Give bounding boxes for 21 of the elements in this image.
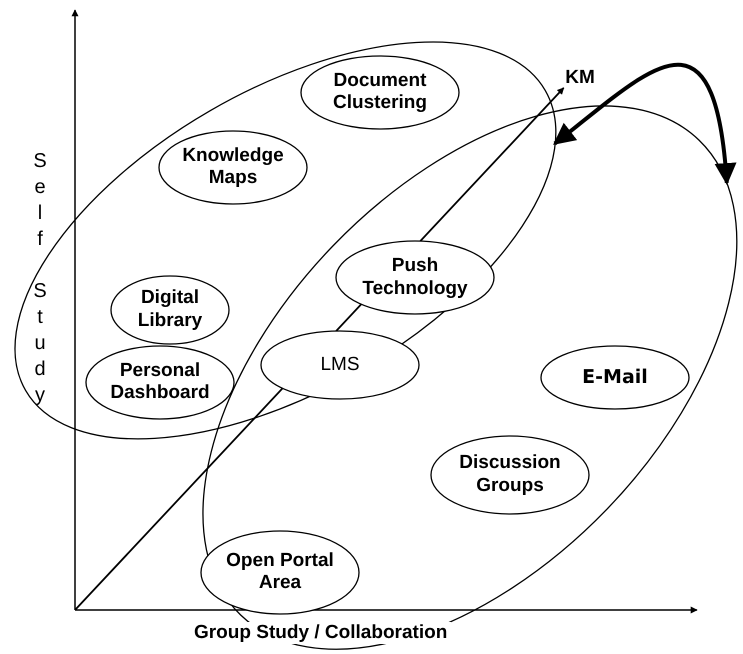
oval-node xyxy=(335,240,495,315)
oval-node xyxy=(158,130,308,205)
node-label: LMS xyxy=(320,354,360,376)
oval-node xyxy=(540,344,690,410)
node-label: Knowledge Maps xyxy=(181,144,285,190)
node-label: E-Mail xyxy=(582,366,648,389)
oval-node xyxy=(300,54,460,130)
node-label: Push Technology xyxy=(361,254,469,300)
oval-node xyxy=(260,330,420,400)
curved-arrow xyxy=(553,63,736,186)
oval-node xyxy=(110,274,230,345)
node-label: Open Portal Area xyxy=(225,550,335,596)
node-label: Personal Dashboard xyxy=(109,360,211,406)
node-label: KM xyxy=(557,64,603,92)
axis-title: Self Study xyxy=(28,150,51,410)
node-label: Document Clustering xyxy=(332,70,428,116)
node-label: Discussion Groups xyxy=(458,452,562,498)
oval-node xyxy=(84,344,235,420)
oval-node xyxy=(430,434,590,515)
oval-node xyxy=(200,530,360,615)
node-label: Digital Library xyxy=(136,287,204,333)
